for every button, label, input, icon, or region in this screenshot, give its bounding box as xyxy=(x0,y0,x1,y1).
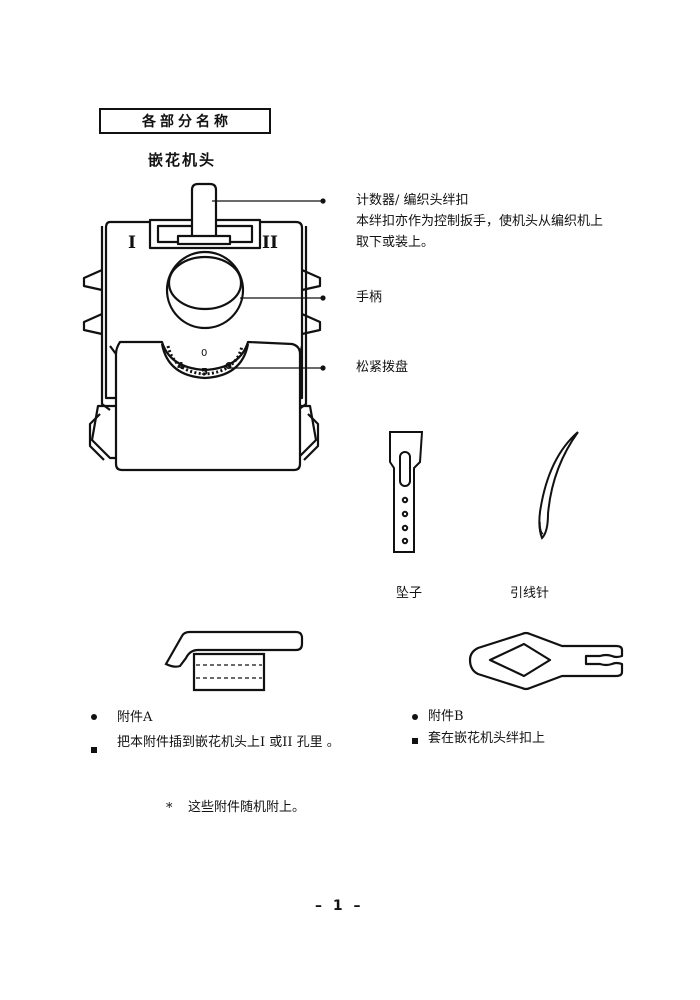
attachment-b-illustration xyxy=(468,631,624,691)
attachment-a-title: 附件A xyxy=(117,710,153,725)
caption-weight: 坠子 xyxy=(396,586,423,601)
roman-numeral-one: I xyxy=(128,233,136,253)
bullet-b-title xyxy=(412,714,418,720)
attachment-b-desc: 套在嵌花机头绊扣上 xyxy=(428,731,546,746)
section-title: 各部分名称 xyxy=(142,114,232,130)
attachment-a-desc: 把本附件插到嵌花机头上I 或II 孔里 。 xyxy=(117,735,340,750)
section-title-box: 各部分名称 xyxy=(99,108,271,134)
attachment-b-title: 附件B xyxy=(428,709,464,724)
label-counter-desc-2: 取下或装上。 xyxy=(356,235,435,250)
leader-dot-dial xyxy=(320,365,326,371)
label-counter-desc-1: 本绊扣亦作为控制扳手，使机头从编织机上 xyxy=(356,214,604,229)
label-counter: 计数器/ 编织头绊扣 xyxy=(356,193,469,208)
page-number: – 1 – xyxy=(315,898,364,914)
weight-illustration xyxy=(389,431,424,553)
dial-number-5: 5 xyxy=(201,367,208,378)
label-handle: 手柄 xyxy=(356,290,383,305)
leader-dot-counter xyxy=(320,198,326,204)
dial-number-6: 6 xyxy=(225,361,232,372)
threading-needle-illustration xyxy=(538,431,579,540)
carriage-heading: 嵌花机头 xyxy=(148,151,217,169)
attachment-a-illustration xyxy=(164,630,304,692)
roman-numeral-two: II xyxy=(262,233,278,253)
bullet-b-desc xyxy=(412,738,418,744)
dial-number-0: 0 xyxy=(201,348,207,359)
dial-number-4: 4 xyxy=(177,361,184,372)
caption-threading-needle: 引线针 xyxy=(510,586,550,601)
label-tension-dial: 松紧拨盘 xyxy=(356,360,409,375)
bullet-a-title xyxy=(91,714,97,720)
leader-dot-handle xyxy=(320,295,326,301)
intarsia-carriage-illustration: I II 0 4 5 6 xyxy=(82,182,322,472)
bullet-a-desc xyxy=(91,747,97,753)
footnote-mark: * xyxy=(166,801,173,816)
footnote: 这些附件随机附上。 xyxy=(188,800,306,815)
